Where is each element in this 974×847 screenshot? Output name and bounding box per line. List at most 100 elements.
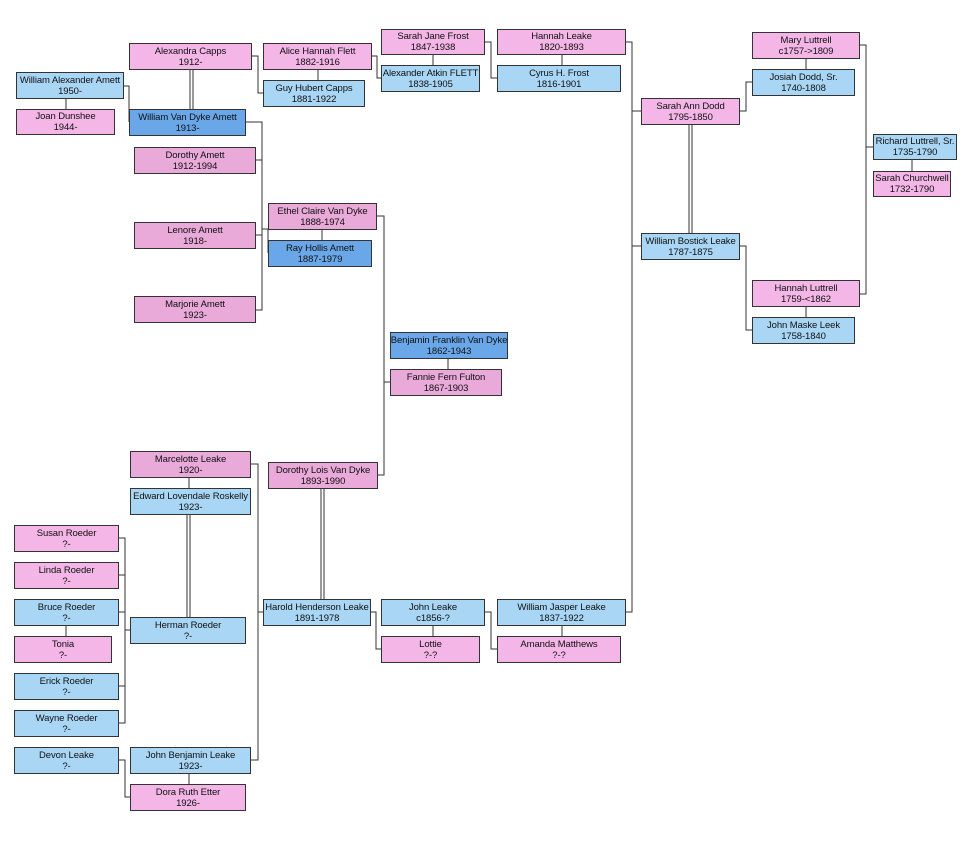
person-name: Ethel Claire Van Dyke (277, 205, 368, 217)
person-name: Wayne Roeder (35, 712, 98, 724)
person-box-susan-roeder[interactable]: Susan Roeder?- (14, 525, 119, 552)
person-dates: c1856-? (416, 612, 450, 624)
person-dates: 1912-1994 (172, 160, 218, 172)
person-name: William Bostick Leake (645, 235, 736, 247)
person-dates: ?- (62, 760, 71, 772)
person-box-tonia[interactable]: Tonia?- (14, 636, 112, 663)
person-box-bruce-roeder[interactable]: Bruce Roeder?- (14, 599, 119, 626)
person-name: Hannah Luttrell (774, 282, 838, 294)
relationship-line (740, 81, 752, 112)
person-dates: 1847-1938 (410, 42, 456, 53)
person-name: Tonia (51, 638, 75, 650)
person-box-herman-roeder[interactable]: Herman Roeder?- (130, 617, 246, 644)
person-name: Sarah Ann Dodd (656, 100, 725, 112)
person-box-richard-luttrell-sr[interactable]: Richard Luttrell, Sr.1735-1790 (873, 134, 957, 160)
person-name: Cyrus H. Frost (529, 67, 589, 79)
person-box-linda-roeder[interactable]: Linda Roeder?- (14, 562, 119, 589)
person-dates: 1732-1790 (889, 184, 935, 195)
person-dates: 1735-1790 (892, 147, 938, 158)
relationship-line (377, 215, 385, 476)
person-dates: ?- (62, 575, 71, 587)
person-dates: ?-? (423, 649, 438, 661)
person-name: Harold Henderson Leake (265, 601, 369, 613)
person-name: John Maske Leek (767, 319, 840, 331)
person-dates: 1893-1990 (300, 475, 346, 487)
person-box-lottie[interactable]: Lottie?-? (381, 636, 480, 663)
person-dates: 1920- (178, 464, 203, 476)
person-dates: 1795-1850 (668, 111, 713, 123)
person-dates: 1923- (178, 760, 203, 772)
person-name: Susan Roeder (36, 527, 97, 539)
person-name: Hannah Leake (531, 31, 592, 42)
relationship-line (372, 55, 381, 79)
person-name: William Jasper Leake (517, 601, 606, 613)
person-box-amanda-matthews[interactable]: Amanda Matthews?-? (497, 636, 621, 663)
person-box-erick-roeder[interactable]: Erick Roeder?- (14, 673, 119, 700)
person-dates: ?- (58, 649, 68, 661)
person-dates: 1891-1978 (294, 612, 340, 624)
person-dates: ?- (62, 686, 71, 698)
person-name: Lenore Amett (167, 224, 223, 236)
person-dates: ?- (62, 723, 71, 735)
relationship-line (251, 463, 259, 761)
relationship-line (119, 759, 130, 798)
person-name: Dorothy Lois Van Dyke (275, 464, 371, 476)
person-dates: 1881-1922 (291, 93, 337, 105)
person-box-wayne-roeder[interactable]: Wayne Roeder?- (14, 710, 119, 737)
person-dates: 1867-1903 (423, 382, 469, 394)
person-box-josiah-dodd-sr[interactable]: Josiah Dodd, Sr.1740-1808 (752, 69, 855, 96)
relationship-line (371, 611, 381, 650)
person-dates: 1820-1893 (539, 42, 584, 53)
person-dates: ?- (62, 538, 71, 550)
person-box-devon-leake[interactable]: Devon Leake?- (14, 747, 119, 774)
person-name: Benjamin Franklin Van Dyke (390, 334, 508, 346)
person-dates: 1926- (176, 797, 200, 809)
person-name: William Van Dyke Amett (138, 111, 237, 123)
person-dates: 1944- (53, 122, 78, 133)
person-name: Marjorie Amett (165, 298, 225, 310)
person-name: Alexander Atkin FLETT (382, 67, 479, 79)
person-name: Sarah Churchwell (875, 173, 949, 184)
relationship-line (246, 121, 263, 311)
person-name: Alice Hannah Flett (279, 45, 356, 57)
relationship-line (626, 41, 633, 613)
person-dates: 1862-1943 (426, 345, 472, 357)
person-name: Josiah Dodd, Sr. (769, 71, 838, 83)
person-name: Bruce Roeder (37, 601, 96, 613)
person-name: Mary Luttrell (780, 34, 832, 46)
person-dates: 1950- (58, 85, 82, 97)
person-dates: 1918- (183, 235, 207, 247)
person-name: Guy Hubert Capps (275, 82, 353, 94)
